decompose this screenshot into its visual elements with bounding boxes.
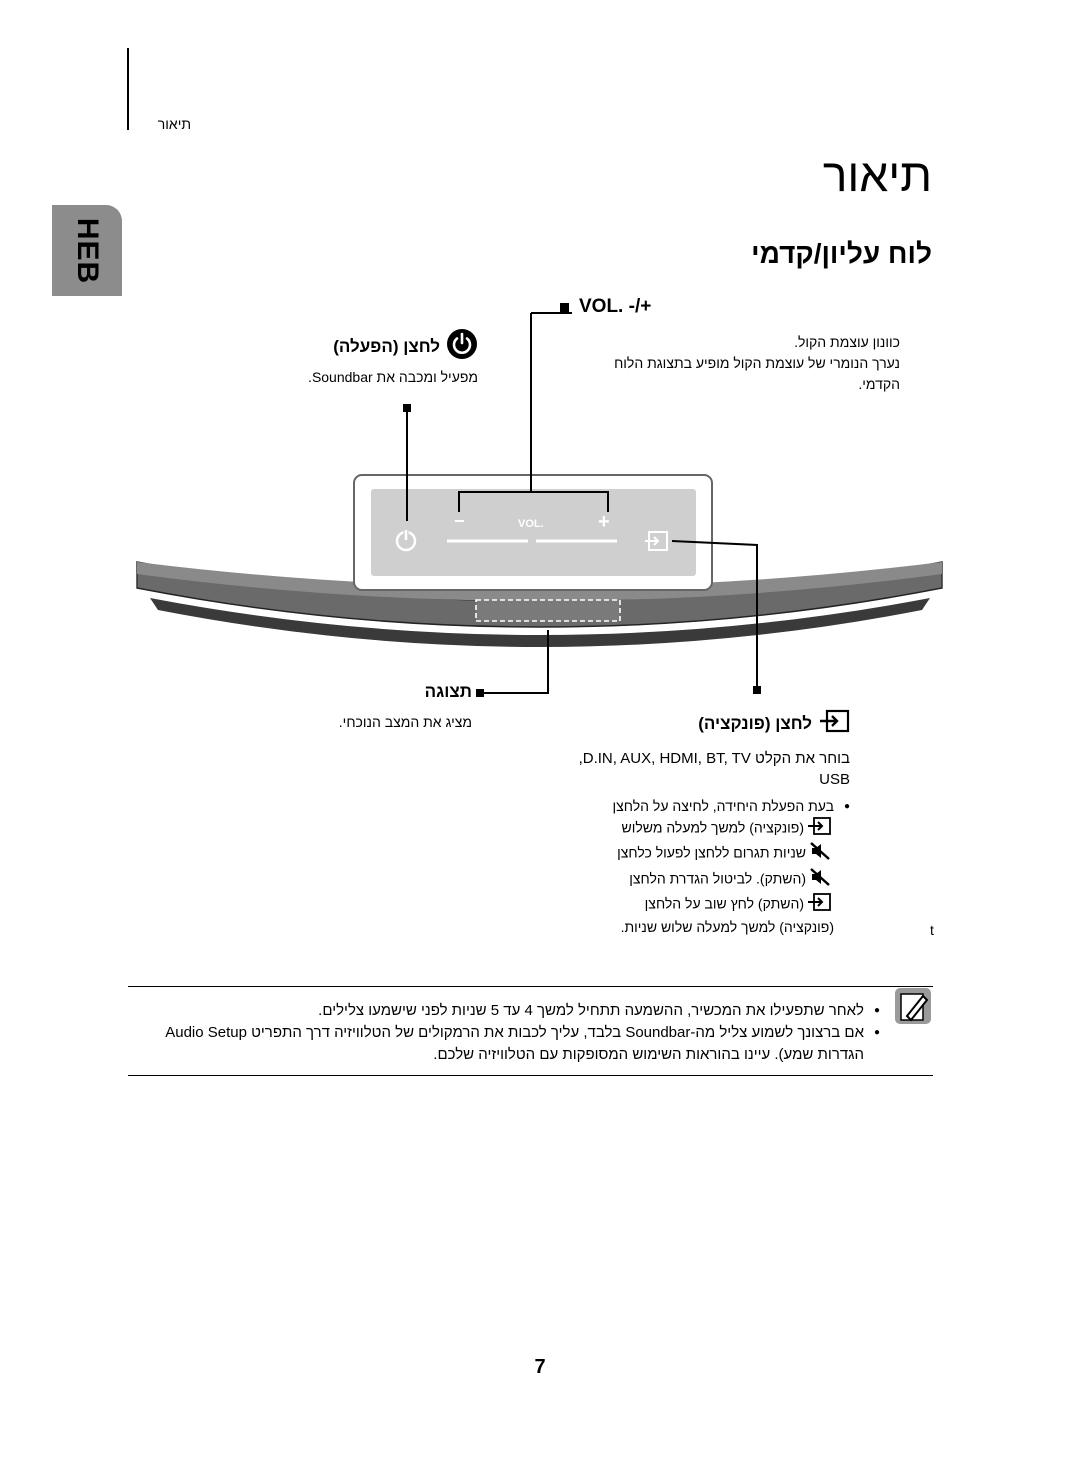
notes-list: לאחר שתפעילו את המכשיר, ההשמעה תתחיל למש… <box>140 1000 880 1066</box>
display-desc: מציג את המצב הנוכחי. <box>338 714 472 730</box>
power-callout: לחצן (הפעלה) מפעיל ומכבה את Soundbar. <box>290 328 478 388</box>
source-bullet-line: (פונקציה) למשך למעלה משלוש <box>540 817 834 841</box>
volume-title: VOL. -/+ <box>579 296 652 317</box>
power-title: לחצן (הפעלה) <box>333 336 440 356</box>
breadcrumb: תיאור <box>157 116 191 132</box>
display-title: תצוגה <box>424 682 472 701</box>
source-bullet: בעת הפעלת היחידה, לחיצה על הלחצן (פונקצי… <box>540 796 850 938</box>
note-item: אם ברצונך לשמוע צליל מה-Soundbar בלבד, ע… <box>140 1022 880 1066</box>
source-bullet-line: (השתק). לביטול הגדרת הלחצן <box>540 867 834 893</box>
language-tab: HEB <box>52 205 122 296</box>
source-desc-line: USB <box>819 771 850 788</box>
note-item: לאחר שתפעילו את המכשיר, ההשמעה תתחיל למש… <box>140 1000 880 1022</box>
panel-vol-label: VOL. <box>518 518 544 530</box>
mute-icon <box>809 867 831 893</box>
display-callout: תצוגה מציג את המצב הנוכחי. <box>290 682 472 733</box>
note-line: אם ברצונך לשמוע צליל מה-Soundbar בלבד, ע… <box>165 1024 864 1041</box>
source-bullet-line: בעת הפעלת היחידה, לחיצה על הלחצן <box>612 798 834 814</box>
power-desc: מפעיל ומכבה את Soundbar. <box>308 369 478 385</box>
mute-icon <box>809 841 831 867</box>
section-title: לוח עליון/קדמי <box>751 238 932 269</box>
page-title: תיאור <box>822 149 932 201</box>
source-bullet-line: (השתק) לחץ שוב על הלחצן <box>540 893 834 917</box>
source-icon <box>807 817 831 841</box>
display-window <box>475 599 621 622</box>
source-desc-line: בוחר את הקלט D.IN, AUX, HDMI, BT, TV, <box>578 750 850 767</box>
source-icon <box>807 893 831 917</box>
source-bullet-line: שניות תגרום ללחצן לפעול כלחצן <box>540 841 834 867</box>
note-line: הגדרות שמע). עיינו בהוראות השימוש המסופק… <box>433 1046 864 1063</box>
bullet-square <box>560 302 569 312</box>
soundbar-diagram <box>136 312 943 697</box>
control-panel <box>353 474 713 591</box>
source-icon <box>818 709 850 738</box>
notes-bottom-rule <box>128 1075 933 1076</box>
volume-desc-line: נערך הנומרי של עוצמת הקול מופיע בתצוגת ה… <box>614 355 900 371</box>
volume-desc: כוונון עוצמת הקול. נערך הנומרי של עוצמת … <box>560 332 900 395</box>
volume-desc-line: כוונון עוצמת הקול. <box>794 334 900 350</box>
soundbar-body <box>136 561 943 647</box>
volume-desc-line: הקדמי. <box>858 376 900 392</box>
source-title: לחצן (פונקציה) <box>698 713 812 733</box>
panel-minus-label: − <box>454 511 465 531</box>
panel-plus-label: + <box>598 511 610 533</box>
source-callout: לחצן (פונקציה) בוחר את הקלט D.IN, AUX, H… <box>540 709 850 938</box>
page-number: 7 <box>534 1356 546 1378</box>
volume-callout: VOL. -/+ כוונון עוצמת הקול. נערך הנומרי … <box>560 296 910 395</box>
header-rule <box>127 48 129 130</box>
notes-top-rule <box>128 986 933 987</box>
source-bullets: בעת הפעלת היחידה, לחיצה על הלחצן (פונקצי… <box>540 796 850 938</box>
note-icon <box>893 986 933 1031</box>
source-desc: בוחר את הקלט D.IN, AUX, HDMI, BT, TV, US… <box>540 748 850 790</box>
stray-char: t <box>930 922 934 938</box>
source-bullet-line: (פונקציה) למשך למעלה שלוש שניות. <box>620 919 834 935</box>
power-icon <box>446 328 478 365</box>
